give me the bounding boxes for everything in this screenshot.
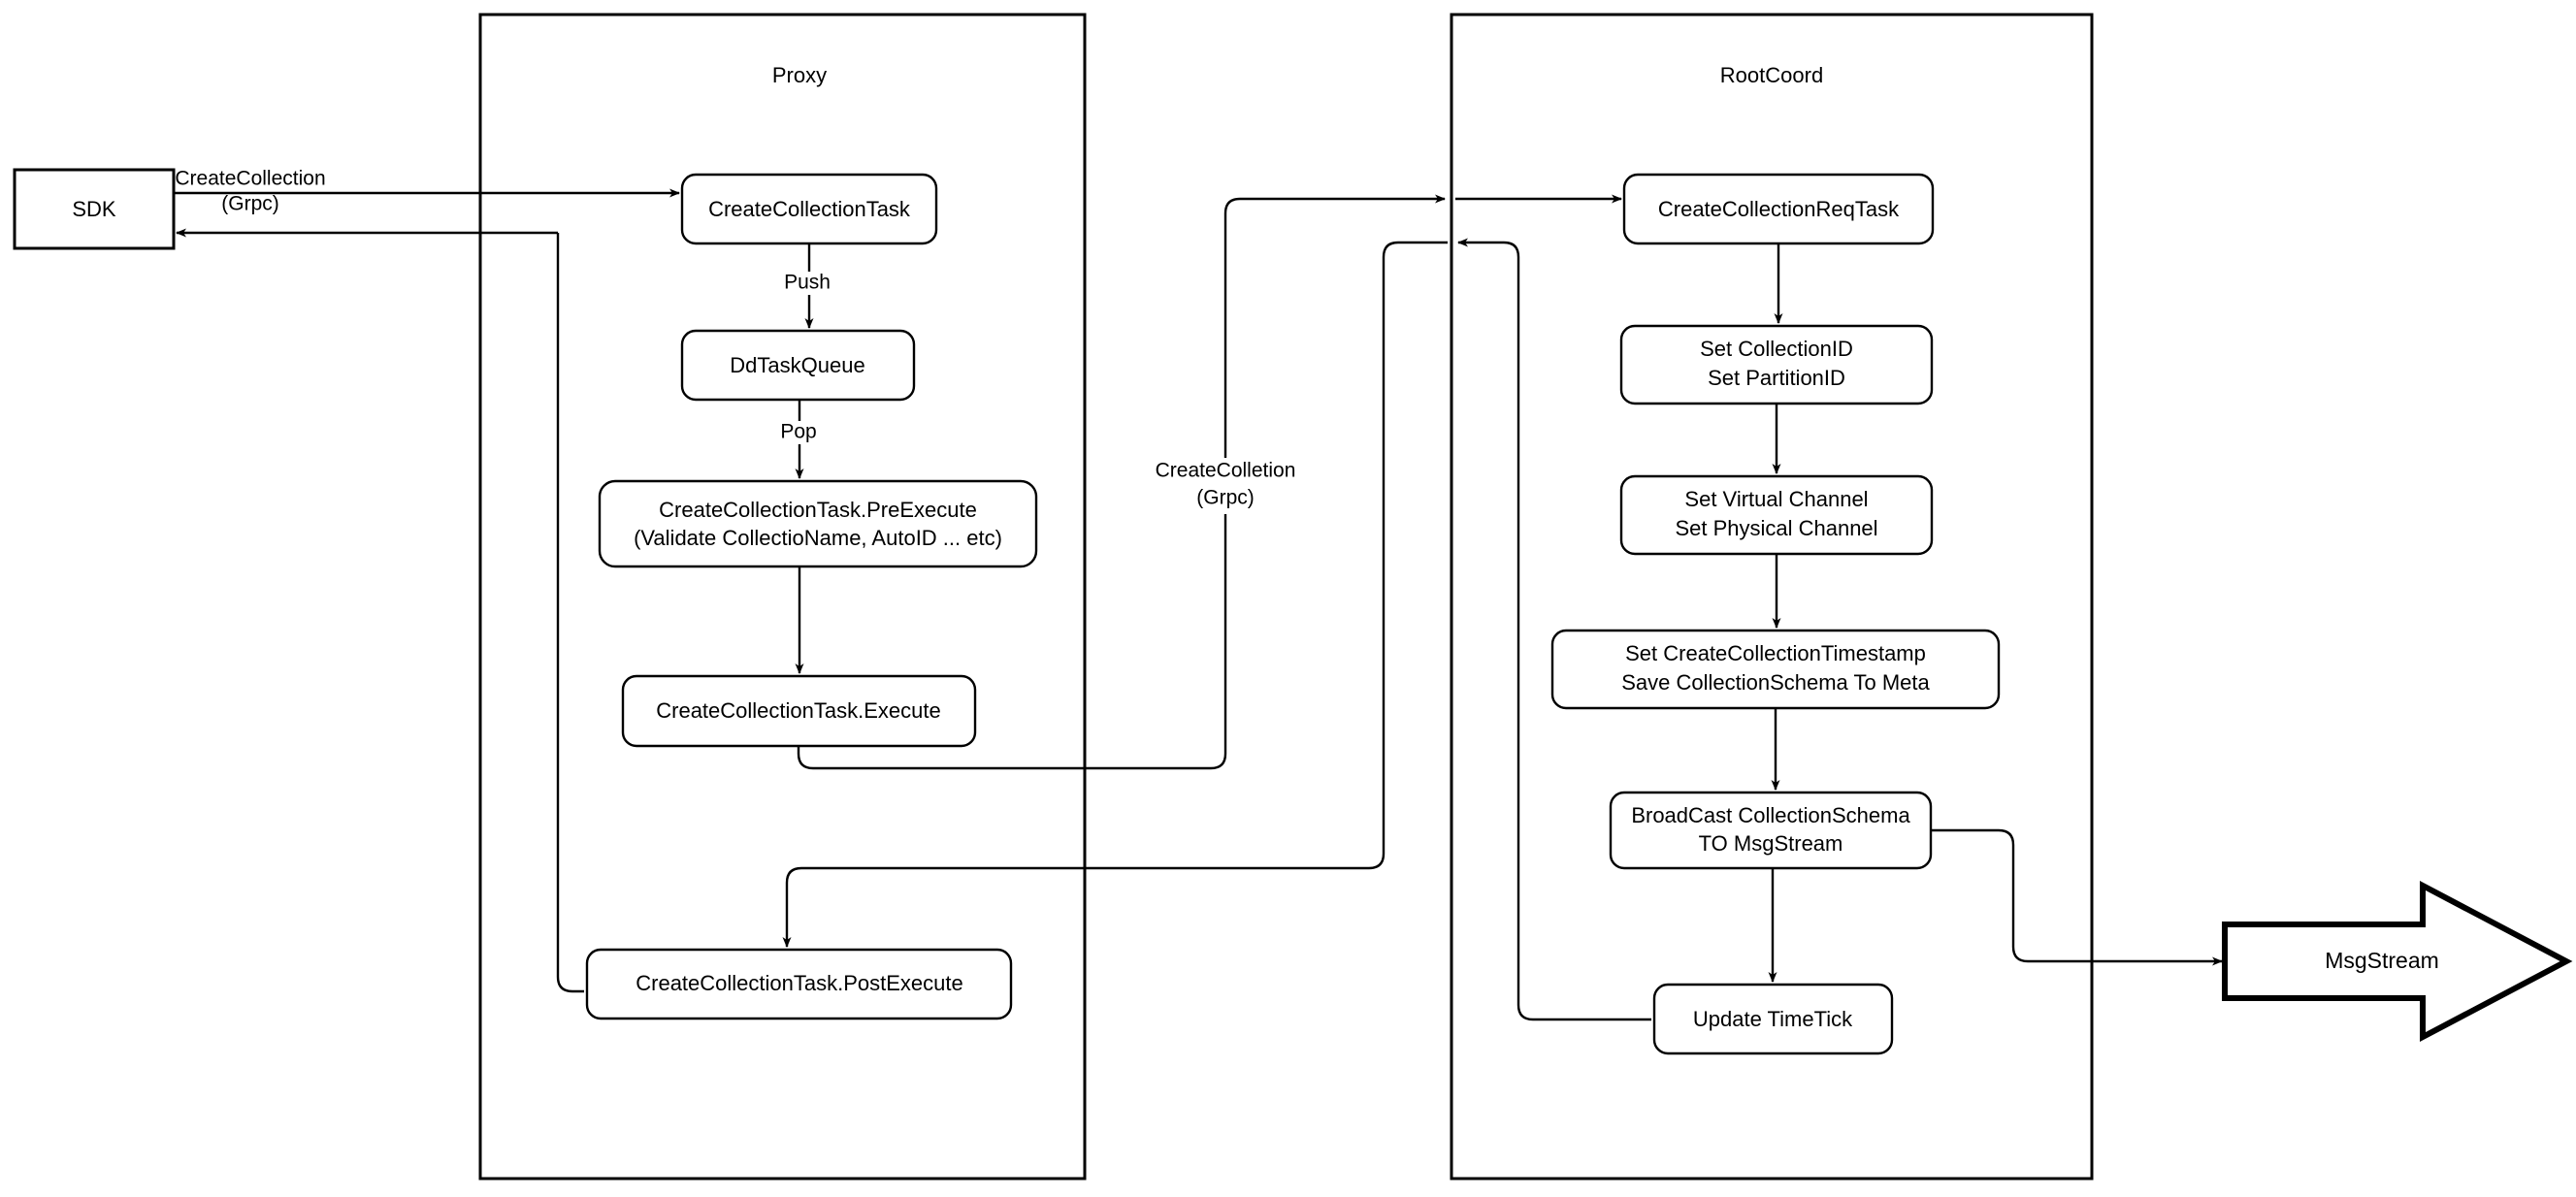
set-ids-label-line2: Set PartitionID bbox=[1708, 366, 1845, 390]
edge-label-proxy-to-rootcoord: CreateColletion (Grpc) bbox=[1130, 458, 1324, 514]
node-create-collection-req-task[interactable]: CreateCollectionReqTask bbox=[1622, 173, 1935, 245]
node-create-collection-task[interactable]: CreateCollectionTask bbox=[680, 173, 938, 245]
node-set-ids[interactable]: Set CollectionID Set PartitionID bbox=[1619, 324, 1934, 405]
update-timetick-label: Update TimeTick bbox=[1693, 1007, 1853, 1031]
dd-task-queue-label: DdTaskQueue bbox=[730, 353, 864, 377]
dd-task-queue-rect[interactable] bbox=[680, 329, 916, 402]
pre-execute-rect[interactable] bbox=[598, 479, 1038, 568]
msgstream-label: MsgStream bbox=[2325, 948, 2439, 973]
node-broadcast-schema[interactable]: BroadCast CollectionSchema TO MsgStream bbox=[1609, 791, 1933, 870]
edge-rootcoord-return-to-postexecute bbox=[782, 241, 1448, 948]
node-dd-task-queue[interactable]: DdTaskQueue bbox=[680, 329, 916, 402]
edge-label-sdk-to-proxy: CreateCollection (Grpc) bbox=[175, 168, 325, 215]
push-label-bg bbox=[770, 272, 844, 295]
node-pre-execute[interactable]: CreateCollectionTask.PreExecute (Validat… bbox=[598, 479, 1038, 568]
edge-label-pop: Pop bbox=[766, 421, 831, 444]
edge-execute-to-rootcoord bbox=[797, 194, 1446, 770]
set-channels-label-line1: Set Virtual Channel bbox=[1684, 487, 1868, 511]
pre-execute-label-line2: (Validate CollectioName, AutoID ... etc) bbox=[634, 526, 1002, 550]
node-execute[interactable]: CreateCollectionTask.Execute bbox=[621, 674, 977, 748]
pre-execute-label-line1: CreateCollectionTask.PreExecute bbox=[659, 498, 977, 522]
proxy-container-title: Proxy bbox=[772, 63, 827, 87]
grpc-label-bg bbox=[1130, 458, 1324, 514]
update-timetick-rect[interactable] bbox=[1652, 983, 1894, 1055]
broadcast-schema-label-line1: BroadCast CollectionSchema bbox=[1631, 803, 1910, 827]
set-channels-label-line2: Set Physical Channel bbox=[1675, 516, 1877, 540]
post-execute-rect[interactable] bbox=[585, 948, 1013, 1020]
edge-label-push: Push bbox=[770, 272, 844, 295]
node-post-execute[interactable]: CreateCollectionTask.PostExecute bbox=[585, 948, 1013, 1020]
edge-postexecute-to-return bbox=[556, 233, 584, 993]
node-update-timetick[interactable]: Update TimeTick bbox=[1652, 983, 1894, 1055]
pop-label-bg bbox=[766, 421, 831, 444]
node-set-channels[interactable]: Set Virtual Channel Set Physical Channel bbox=[1619, 474, 1934, 556]
node-sdk[interactable]: SDK bbox=[13, 168, 176, 250]
create-collection-req-task-label: CreateCollectionReqTask bbox=[1658, 197, 1900, 221]
broadcast-schema-label-line2: TO MsgStream bbox=[1699, 831, 1843, 856]
execute-label: CreateCollectionTask.Execute bbox=[656, 698, 940, 723]
proxy-to-rootcoord-label-line2: (Grpc) bbox=[1196, 487, 1255, 509]
proxy-to-rootcoord-label-line1: CreateColletion bbox=[1156, 460, 1296, 482]
sdk-to-proxy-label-line2: (Grpc) bbox=[221, 193, 279, 215]
set-timestamp-label-line2: Save CollectionSchema To Meta bbox=[1621, 670, 1930, 695]
set-ids-label-line1: Set CollectionID bbox=[1700, 337, 1853, 361]
create-collection-task-label: CreateCollectionTask bbox=[708, 197, 911, 221]
push-label: Push bbox=[784, 272, 831, 294]
set-timestamp-label-line1: Set CreateCollectionTimestamp bbox=[1625, 641, 1926, 665]
sdk-to-proxy-label-line1: CreateCollection bbox=[175, 168, 325, 190]
node-msgstream[interactable]: MsgStream bbox=[2222, 881, 2573, 1042]
rootcoord-container-title: RootCoord bbox=[1720, 63, 1823, 87]
edge-broadcast-to-msgstream bbox=[1931, 828, 2223, 966]
sdk-label: SDK bbox=[72, 197, 116, 221]
node-set-timestamp-save-meta[interactable]: Set CreateCollectionTimestamp Save Colle… bbox=[1550, 629, 2001, 710]
edge-timetick-to-boundary bbox=[1457, 238, 1651, 1021]
msgstream-arrow-shape[interactable] bbox=[2222, 881, 2573, 1042]
sdk-rect[interactable] bbox=[13, 168, 176, 250]
post-execute-label: CreateCollectionTask.PostExecute bbox=[636, 971, 963, 995]
pop-label: Pop bbox=[780, 421, 816, 443]
